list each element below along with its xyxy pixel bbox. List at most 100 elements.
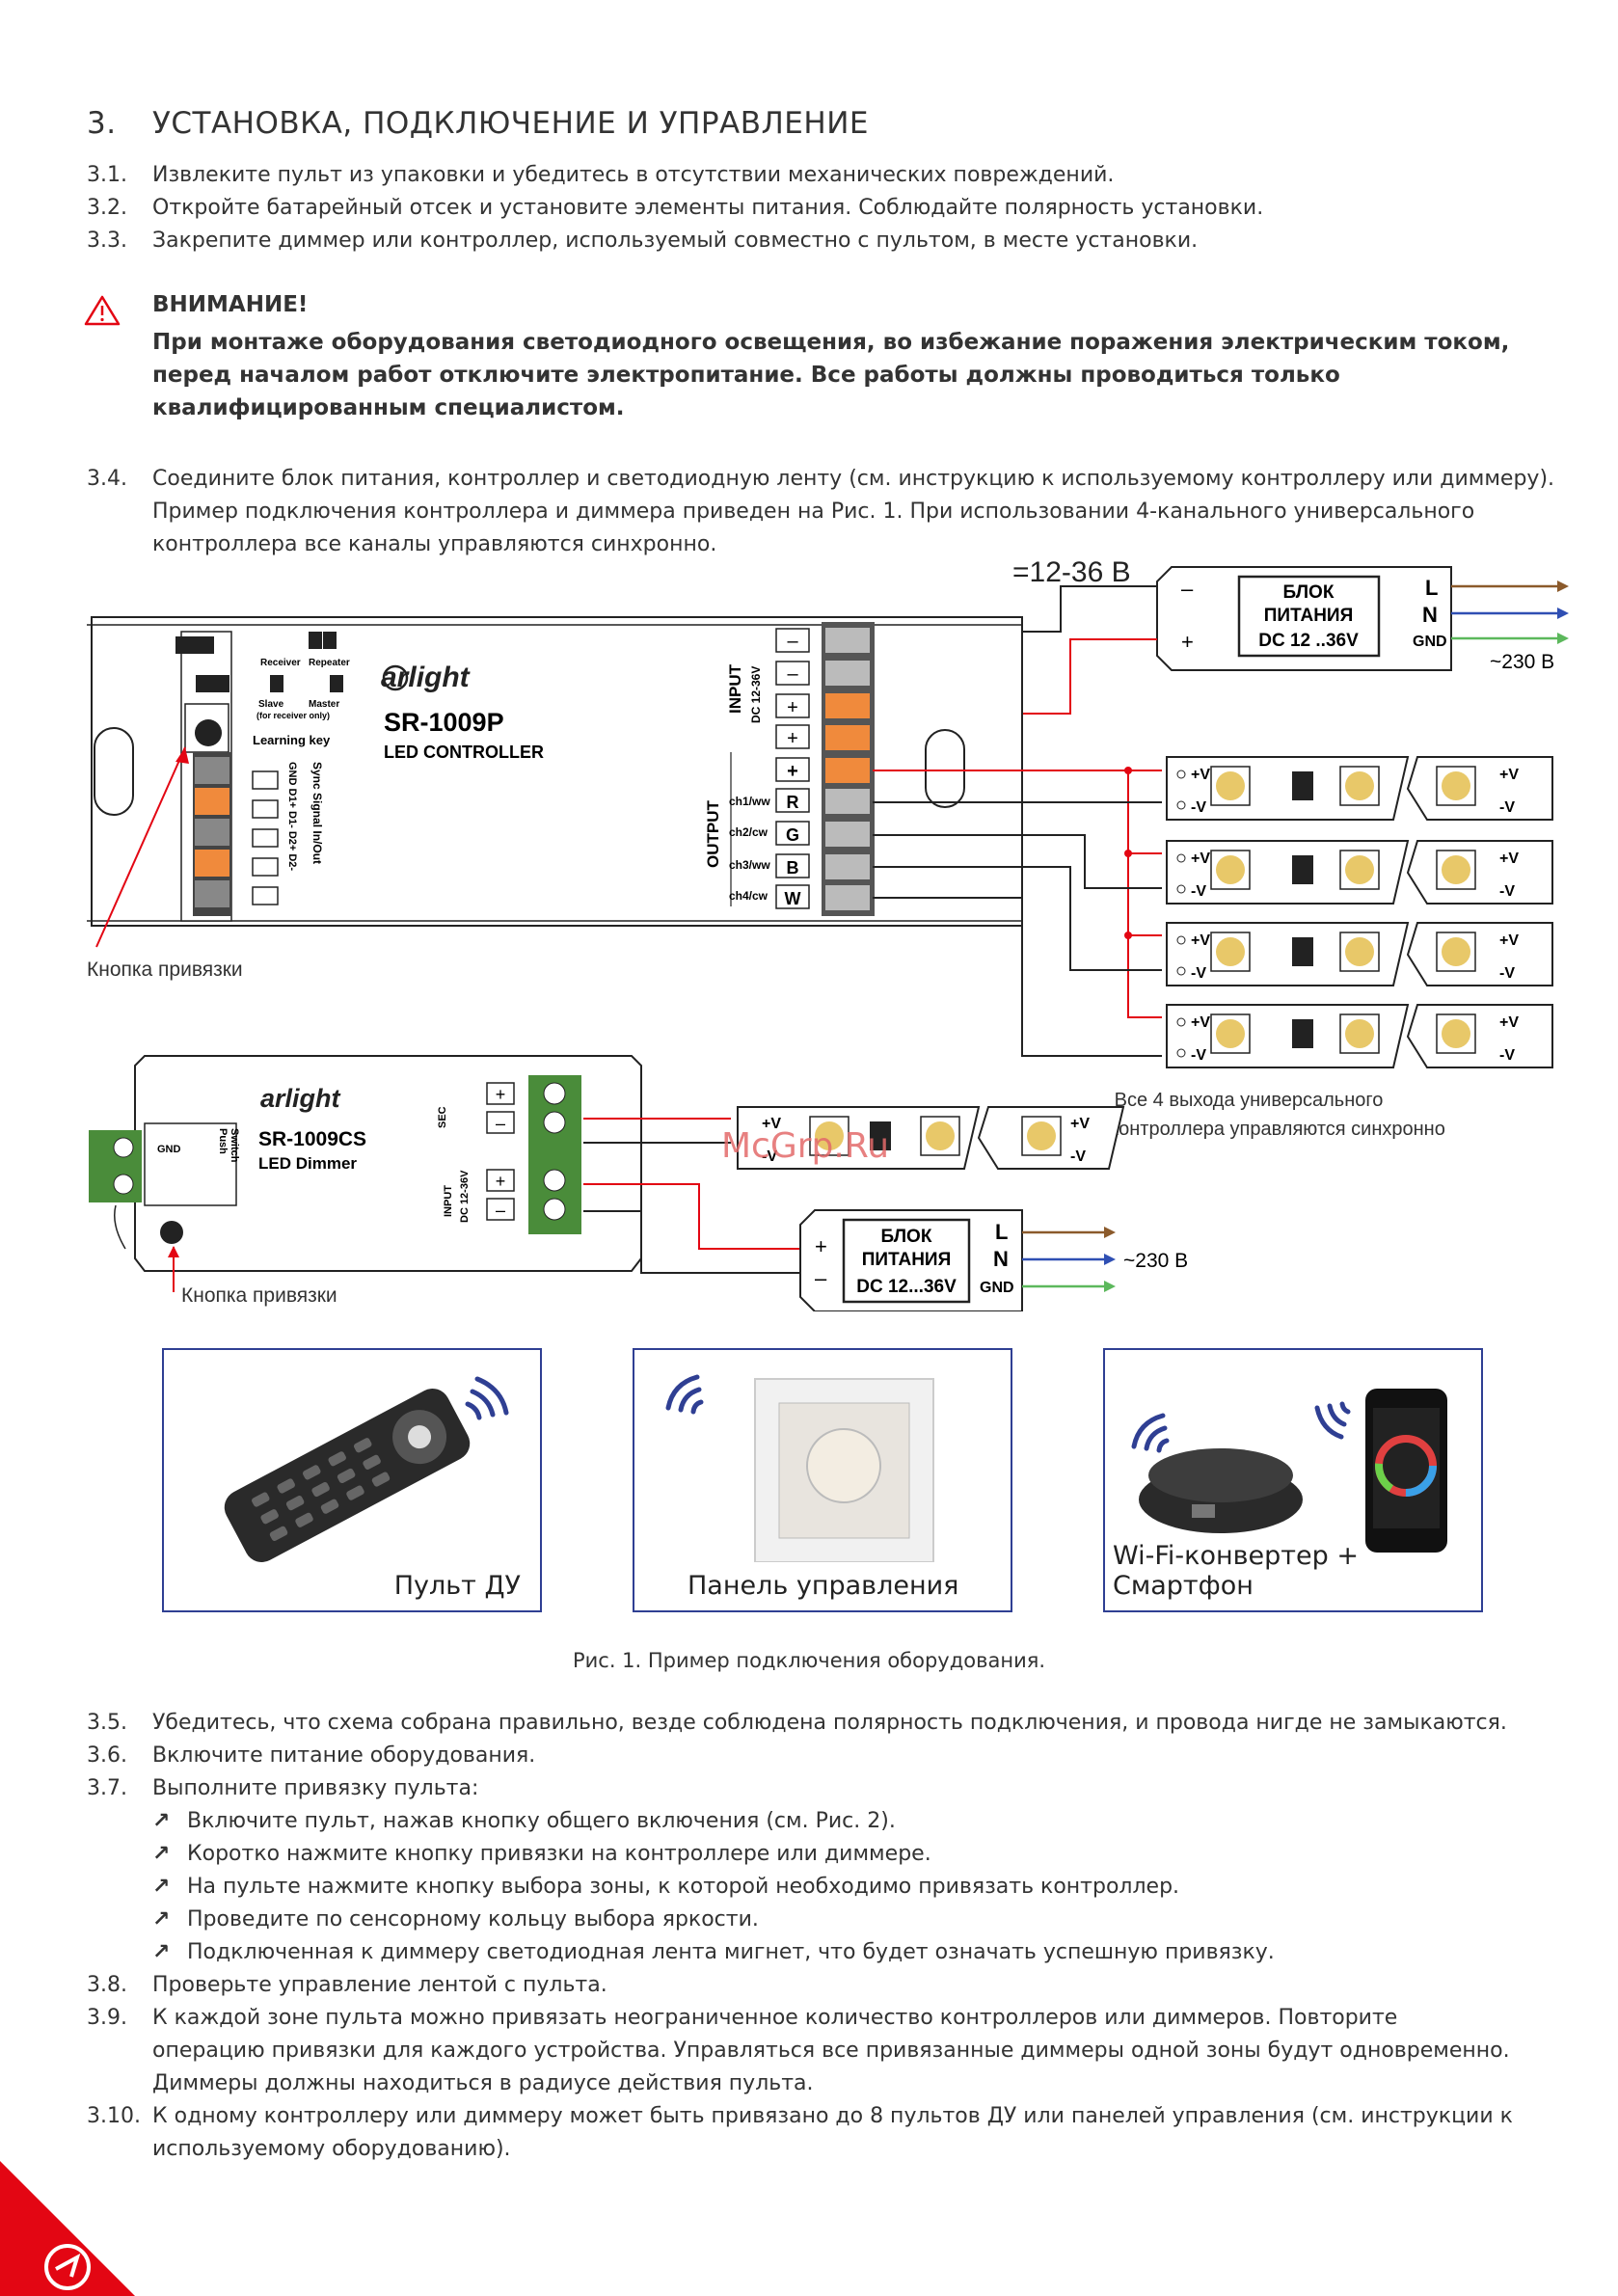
panel-image: [665, 1374, 934, 1562]
bullet-item: ↗Включите пульт, нажав кнопку общего вкл…: [152, 1805, 896, 1838]
controller-subtitle: LED CONTROLLER: [384, 743, 544, 762]
controller-sr1009p: Receiver Repeater Slave Master (for rece…: [87, 616, 1023, 927]
channel-label: ch1/ww: [729, 795, 770, 808]
dimmer-term: +: [496, 1172, 506, 1191]
input-term: –: [787, 631, 798, 652]
step-text: Убедитесь, что схема собрана правильно, …: [152, 1711, 1507, 1735]
learning-key-label: Learning key: [253, 733, 331, 747]
bullet-item: ↗Подключенная к диммеру светодиодная лен…: [152, 1936, 1275, 1969]
strip-minus: -V: [1499, 965, 1515, 982]
strip-plus: +V: [1499, 767, 1519, 783]
psu1-l: L: [1425, 576, 1438, 600]
psu2-ac: ~230 В: [1123, 1250, 1188, 1272]
strip-minus: -V: [1499, 1047, 1515, 1064]
output-term: R: [787, 793, 799, 812]
step-text: контроллера все каналы управляются синхр…: [152, 532, 717, 556]
output-term: G: [786, 825, 799, 845]
strip-plus: +V: [1070, 1116, 1090, 1132]
input-term: +: [787, 728, 798, 749]
signal-icon: [665, 1374, 704, 1415]
card-panel: Панель управления: [633, 1348, 1012, 1612]
dimmer-sr1009cs: GND Push Switch arlight SR-1009CS LED Di…: [89, 1055, 642, 1272]
switch-label: Switch: [229, 1128, 240, 1163]
card-label: Панель управления: [688, 1571, 959, 1601]
strip-minus: -V: [1499, 883, 1515, 900]
step-number: 3.6.: [87, 1743, 127, 1768]
arrow-icon: ↗: [152, 1875, 171, 1899]
step-text: операцию привязки для каждого устройства…: [152, 2039, 1510, 2063]
psu1-title1: БЛОК: [1283, 582, 1335, 603]
sync-signal-label: Sync Signal In/Out: [310, 762, 324, 864]
sec-label: SEC: [437, 1106, 448, 1128]
arrow-icon: ↗: [152, 1809, 171, 1833]
output-term: W: [785, 889, 801, 908]
dimmer-learning-button-icon: [160, 1221, 183, 1244]
output-term: B: [787, 858, 799, 878]
psu2-title1: БЛОК: [881, 1227, 932, 1247]
step-number: 3.10.: [87, 2104, 141, 2128]
strip-plus: +V: [1499, 1014, 1519, 1031]
psu1-ac: ~230 В: [1490, 651, 1554, 673]
led-strip: +V -V +V -V: [1166, 1004, 1553, 1068]
step-number: 3.5.: [87, 1711, 127, 1735]
psu2-l: L: [995, 1220, 1008, 1244]
input-label: INPUT: [726, 663, 744, 714]
controller-model: SR-1009P: [384, 708, 504, 737]
push-label: Push: [217, 1128, 229, 1154]
power-supply-2: БЛОК ПИТАНИЯ DC 12...36V + – L N GND ~23…: [799, 1209, 1188, 1311]
strip-minus: -V: [1191, 883, 1206, 900]
button-label-2: Кнопка привязки: [181, 1284, 337, 1307]
learning-key-button-icon: [195, 719, 222, 746]
step-number: 3.1.: [87, 163, 127, 187]
dimmer-term: +: [496, 1085, 506, 1104]
step-text: Пример подключения контроллера и диммера…: [152, 500, 1475, 524]
strip-plus: +V: [1191, 767, 1210, 783]
step-text: Извлеките пульт из упаковки и убедитесь …: [152, 163, 1115, 187]
sync-pins-label: GND D1+ D1- D2+ D2-: [286, 762, 298, 871]
step-number: 3.9.: [87, 2006, 127, 2030]
psu2-minus: –: [815, 1266, 827, 1290]
psu1-title2: ПИТАНИЯ: [1264, 606, 1353, 626]
output-label: OUTPUT: [704, 800, 722, 869]
strip-minus: -V: [1191, 965, 1206, 982]
channel-label: ch4/cw: [729, 889, 769, 903]
warning-body: При монтаже оборудования светодиодного о…: [152, 330, 1510, 420]
figure-caption: Рис. 1. Пример подключения оборудования.: [572, 1649, 1046, 1672]
master-label: Master: [309, 699, 339, 710]
dimmer-model: SR-1009CS: [258, 1128, 366, 1150]
card-wifi: Wi-Fi-конвертер + Смартфон: [1103, 1348, 1483, 1612]
strip-plus: +V: [1499, 932, 1519, 949]
signal-icon: [1131, 1401, 1351, 1453]
step-text: Включите питание оборудования.: [152, 1743, 536, 1768]
dimmer-term: –: [496, 1114, 505, 1133]
psu1-gnd: GND: [1413, 634, 1447, 650]
arrow-icon: ↗: [152, 1907, 171, 1931]
section-heading: 3.УСТАНОВКА, ПОДКЛЮЧЕНИЕ И УПРАВЛЕНИЕ: [87, 104, 869, 143]
receiver-label: Receiver: [260, 658, 301, 668]
psu1-minus: –: [1181, 577, 1194, 601]
channel-label: ch2/cw: [729, 825, 769, 839]
dimmer-term: –: [496, 1201, 505, 1220]
psu2-rating: DC 12...36V: [856, 1277, 957, 1297]
psu2-plus: +: [815, 1234, 827, 1258]
section-title: УСТАНОВКА, ПОДКЛЮЧЕНИЕ И УПРАВЛЕНИЕ: [152, 106, 869, 141]
dimmer-brand-logo: arlight: [260, 1084, 341, 1113]
step-text: Проверьте управление лентой с пульта.: [152, 1973, 607, 1997]
led-strip: +V -V +V -V: [1166, 840, 1553, 905]
strip-plus: +V: [1191, 1014, 1210, 1031]
led-strip: +V -V +V -V: [1166, 922, 1553, 986]
psu1-n: N: [1422, 603, 1438, 627]
repeater-label: Repeater: [309, 658, 350, 668]
bullet-item: ↗Коротко нажмите кнопку привязки на конт…: [152, 1838, 931, 1871]
psu1-plus: +: [1181, 630, 1194, 654]
psu2-title2: ПИТАНИЯ: [862, 1250, 951, 1270]
psu2-n: N: [993, 1247, 1009, 1271]
remote-image: [224, 1376, 509, 1562]
dimmer-input-label: INPUT: [443, 1185, 454, 1217]
slave-label: Slave: [258, 699, 284, 710]
strip-minus: -V: [1191, 799, 1206, 816]
strip-minus: -V: [1070, 1148, 1086, 1165]
step-text: Выполните привязку пульта:: [152, 1776, 479, 1800]
sync-note-line1: Все 4 выхода универсального: [1115, 1090, 1384, 1111]
arrow-icon: ↗: [152, 1940, 171, 1964]
